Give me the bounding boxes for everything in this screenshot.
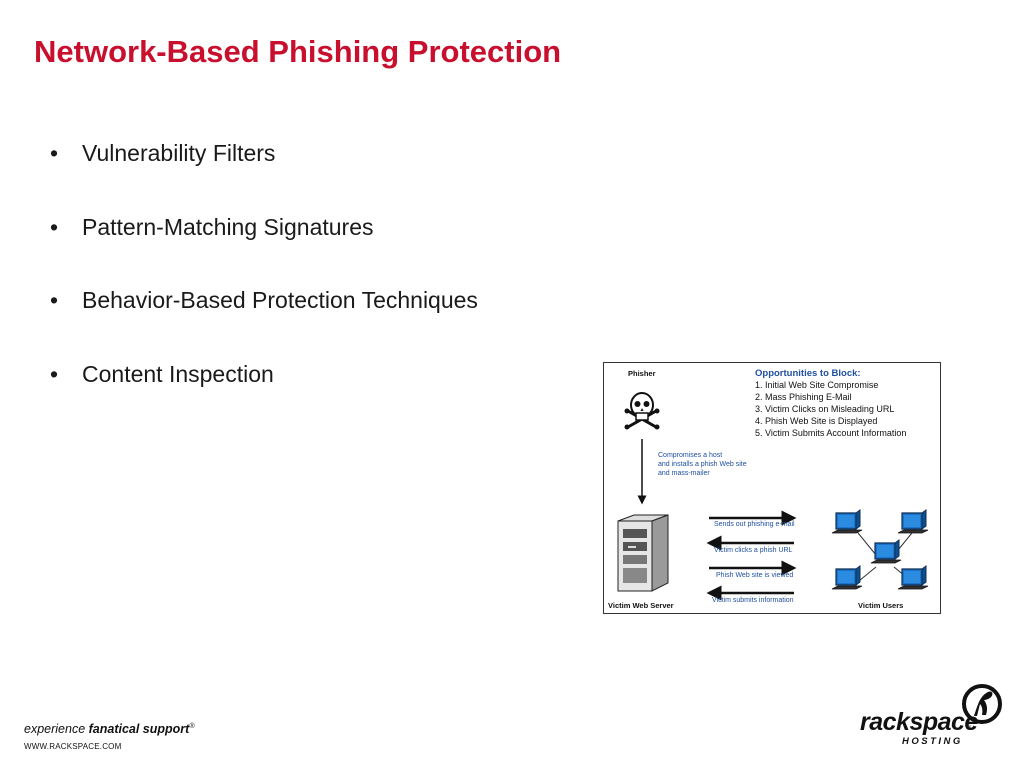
opportunities-box: Opportunities to Block: 1. Initial Web S… — [755, 368, 906, 439]
compromise-note-line: Compromises a host — [658, 452, 723, 459]
bullet-marker: • — [50, 360, 59, 387]
compromise-note-line: and installs a phish Web site — [658, 461, 747, 468]
tagline-emphasis: fanatical support — [88, 722, 190, 736]
logo-wordmark: rackspace — [860, 708, 978, 736]
skull-crossbones-icon — [624, 392, 660, 430]
flow-label: Victim submits information — [712, 597, 794, 604]
compromise-note-line: and mass-mailer — [658, 470, 710, 477]
flow-label: Victim clicks a phish URL — [714, 547, 793, 554]
logo-registered-mark: ® — [966, 725, 972, 732]
bullet-list: • Vulnerability Filters • Pattern-Matching… — [50, 138, 478, 432]
tagline-prefix: experience — [24, 722, 89, 736]
computer-icon — [897, 509, 929, 534]
computer-icon — [870, 539, 902, 564]
flow-arrows — [706, 510, 797, 601]
tagline: experience fanatical support® — [24, 722, 195, 736]
phishing-attack-diagram: Phisher Compromises a host and installs … — [603, 362, 941, 614]
phisher-label: Phisher — [628, 369, 656, 378]
opportunity-item: 4. Phish Web Site is Displayed — [755, 416, 878, 426]
diagram-graphics — [617, 392, 929, 601]
bullet-text: Vulnerability Filters — [82, 140, 276, 166]
slide-title: Network-Based Phishing Protection — [34, 34, 562, 69]
bullet-item: • Pattern-Matching Signatures — [50, 212, 478, 286]
flow-label: Phish Web site is viewed — [716, 572, 794, 579]
opportunity-item: 3. Victim Clicks on Misleading URL — [755, 404, 895, 414]
opportunity-item: 1. Initial Web Site Compromise — [755, 380, 879, 390]
server-icon — [617, 514, 669, 592]
bullet-marker: • — [50, 287, 59, 313]
logo-subtitle: HOSTING — [902, 736, 963, 747]
computer-icon — [831, 509, 863, 534]
compromise-note: Compromises a host and installs a phish … — [658, 451, 747, 478]
bullet-text: Content Inspection — [82, 360, 274, 387]
bullet-item: • Content Inspection — [50, 359, 478, 433]
opportunity-item: 5. Victim Submits Account Information — [755, 428, 907, 438]
tagline-mark: ® — [189, 722, 195, 730]
rackspace-logo-icon — [962, 684, 1002, 724]
bullet-text: Behavior-Based Protection Techniques — [82, 287, 478, 313]
bullet-item: • Behavior-Based Protection Techniques — [50, 285, 478, 359]
bullet-item: • Vulnerability Filters — [50, 138, 478, 212]
bullet-marker: • — [50, 213, 59, 240]
rackspace-logo: rackspace ® HOSTING — [860, 684, 1010, 754]
opportunities-title: Opportunities to Block: — [755, 368, 861, 379]
flow-label: Sends out phishing e-mail — [714, 521, 795, 528]
footer-tagline-block: experience fanatical support® WWW.RACKSP… — [24, 722, 195, 751]
users-label: Victim Users — [858, 601, 904, 610]
server-label: Victim Web Server — [608, 601, 674, 610]
bullet-marker: • — [50, 140, 59, 166]
footer-url: WWW.RACKSPACE.COM — [24, 742, 122, 751]
bullet-text: Pattern-Matching Signatures — [82, 213, 374, 240]
computer-icon — [831, 565, 863, 590]
opportunity-item: 2. Mass Phishing E-Mail — [755, 392, 852, 402]
computer-icon — [897, 565, 929, 590]
